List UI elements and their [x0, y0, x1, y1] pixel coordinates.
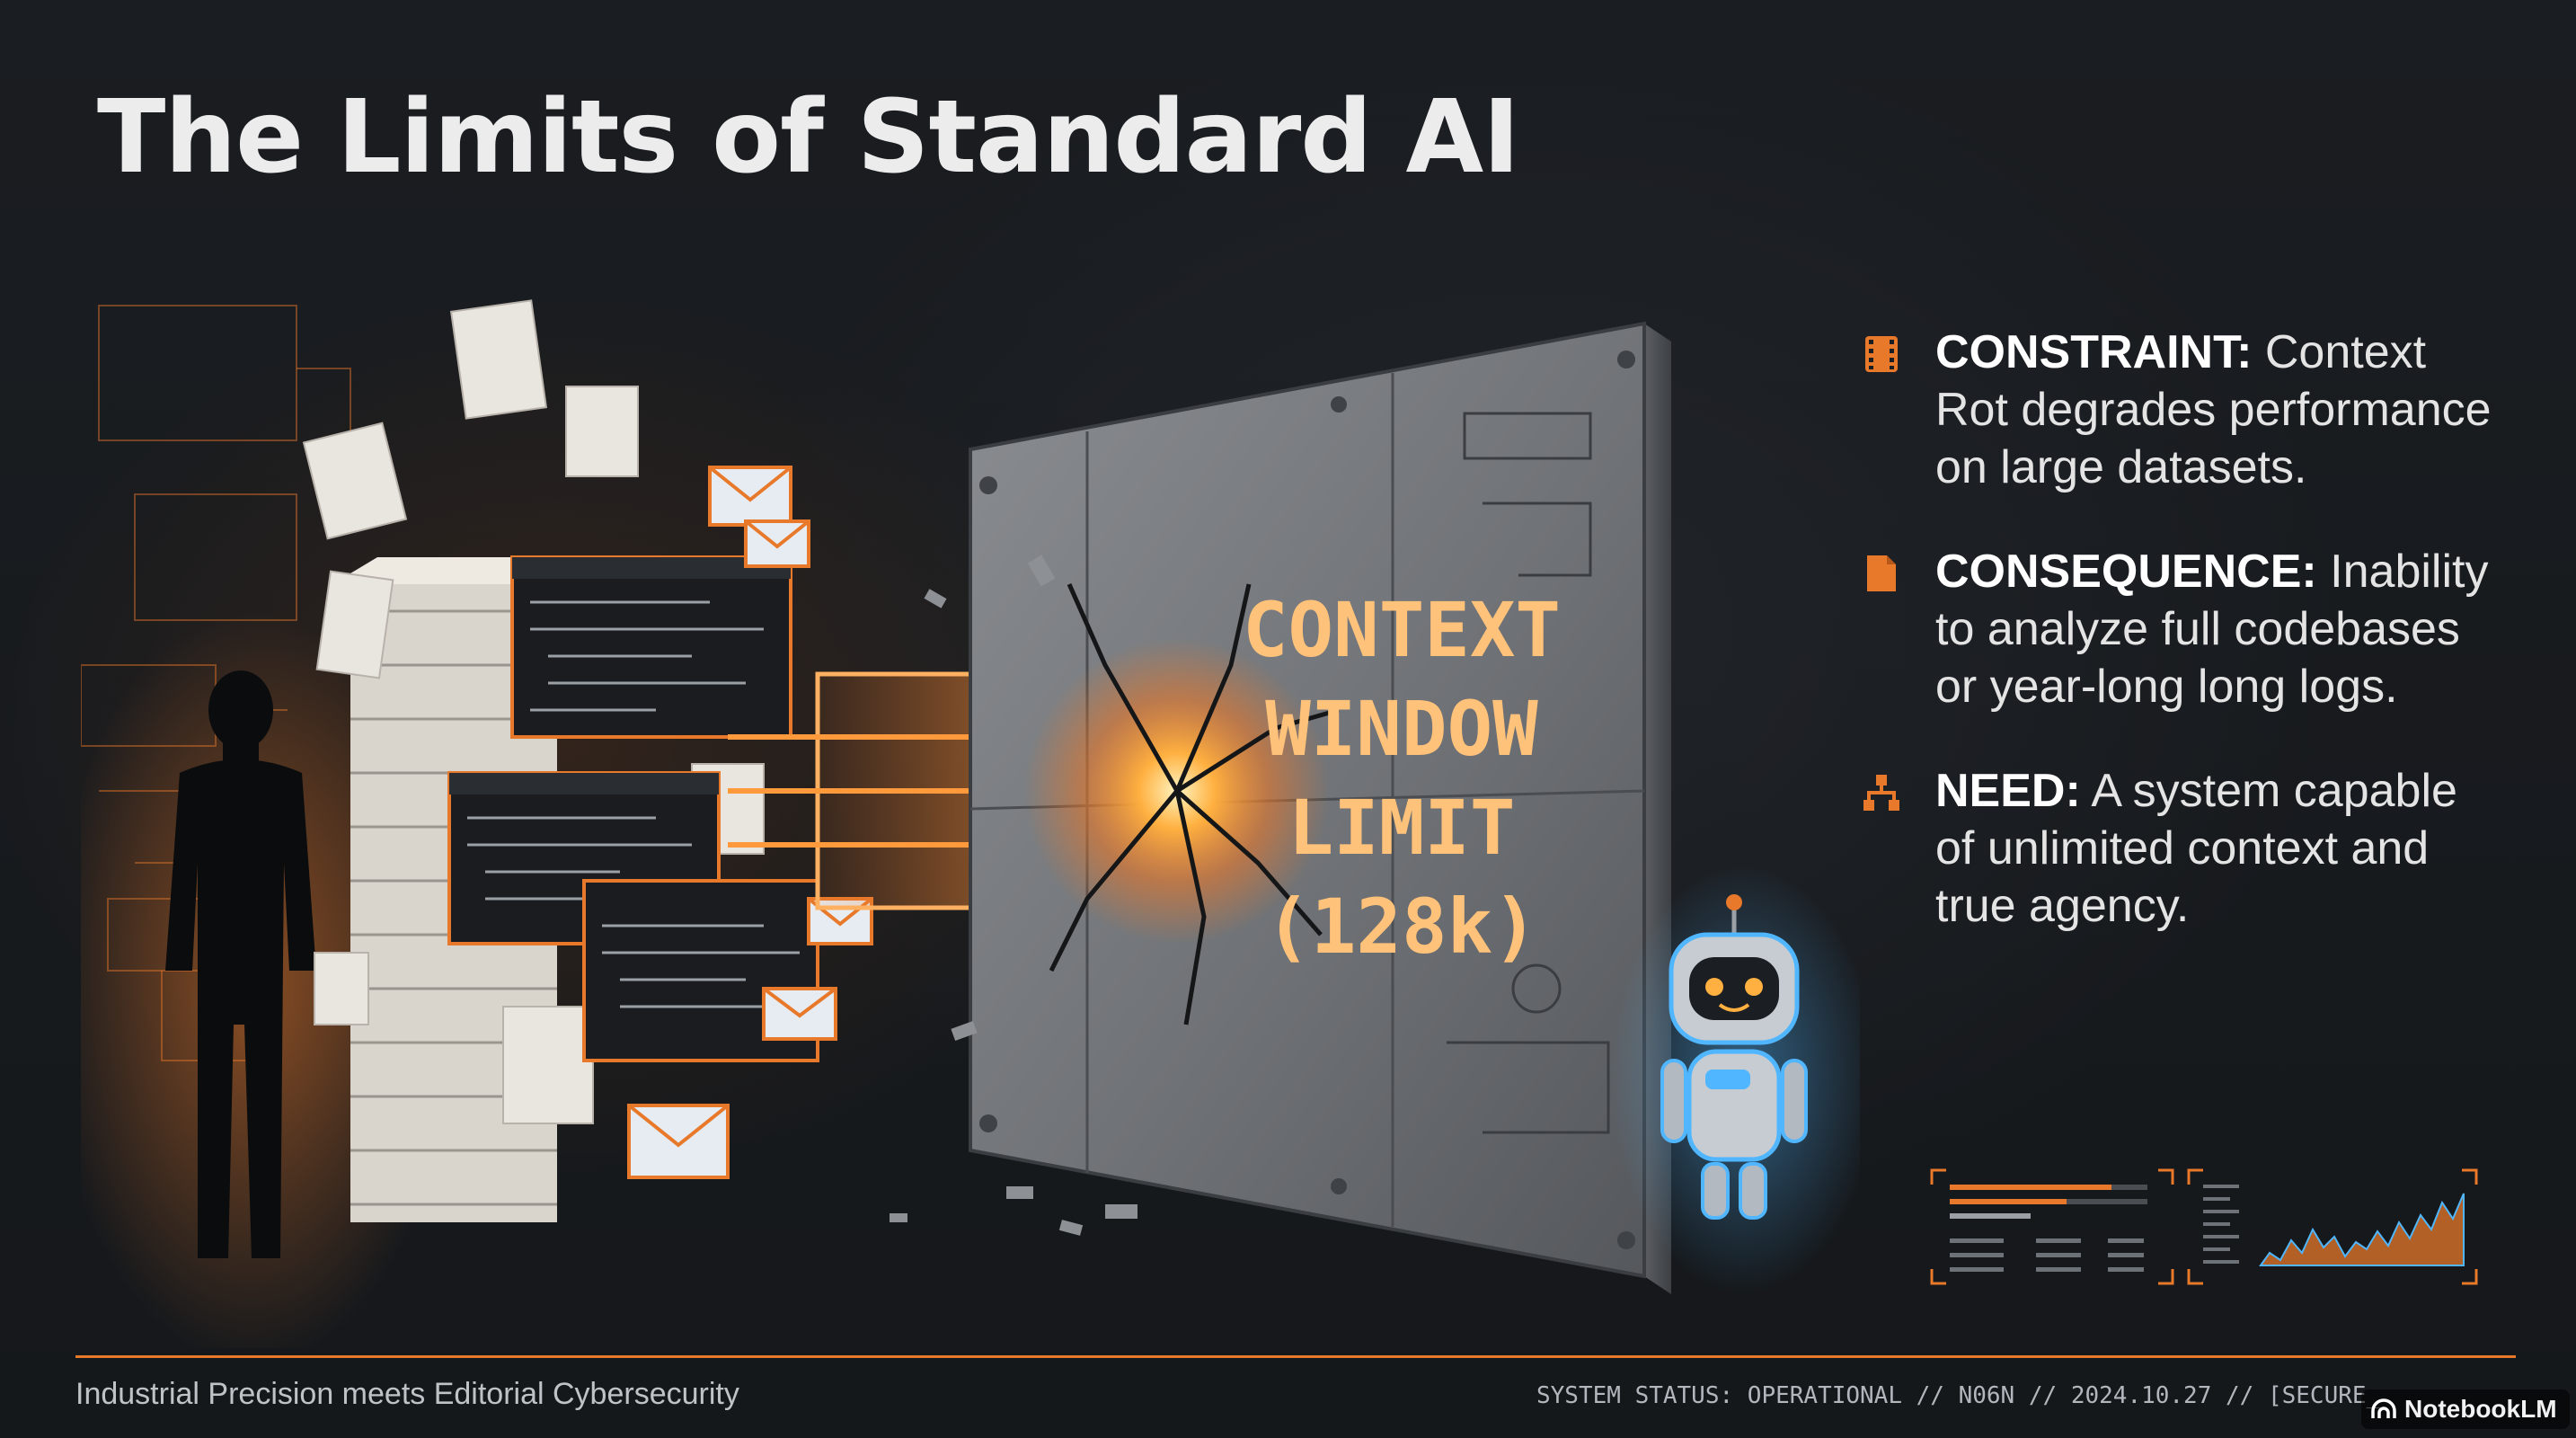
- progress-bars: [1950, 1185, 2147, 1219]
- code-windows: [447, 555, 819, 1062]
- wall-debris: [890, 555, 1138, 1236]
- wall-text-line: (128k): [1265, 883, 1537, 971]
- filmstrip-icon: [1865, 336, 1898, 372]
- bullet-consequence: CONSEQUENCE: Inability to analyze full c…: [1860, 543, 2507, 715]
- envelopes: [627, 466, 873, 1179]
- person-silhouette: [165, 670, 316, 1258]
- bullet-label: CONSEQUENCE:: [1935, 546, 2317, 598]
- footer-divider: [75, 1355, 2516, 1358]
- hierarchy-icon: [1863, 775, 1899, 811]
- mini-dashboard-panels: [1930, 1168, 2478, 1285]
- wall-cracks: [1049, 582, 1340, 1025]
- notebooklm-badge[interactable]: NotebookLM: [2361, 1389, 2570, 1429]
- bullet-text: Context Rot degrades performance on larg…: [1935, 326, 2492, 493]
- system-status: SYSTEM STATUS: OPERATIONAL // N06N // 20…: [1536, 1382, 2381, 1409]
- bullet-label: NEED:: [1935, 765, 2081, 817]
- context-limit-illustration: CONTEXT WINDOW LIMIT (128k): [81, 299, 1860, 1348]
- notebooklm-logo-icon: [2371, 1398, 2396, 1418]
- document-icon: [1867, 555, 1896, 591]
- wall-limit-label: CONTEXT WINDOW LIMIT (128k): [1243, 586, 1561, 971]
- floating-documents: [302, 299, 765, 1124]
- wall-text-line: WINDOW: [1265, 685, 1538, 773]
- robot-icon: [1660, 894, 1808, 1220]
- bullet-text: A system capable of unlimited context an…: [1935, 765, 2457, 932]
- page-title: The Limits of Standard AI: [97, 79, 1520, 196]
- bullet-constraint: CONSTRAINT: Context Rot degrades perform…: [1860, 324, 2507, 496]
- wall-text-line: LIMIT: [1288, 784, 1516, 872]
- brand-name: NotebookLM: [2404, 1395, 2557, 1423]
- bullet-list: CONSTRAINT: Context Rot degrades perform…: [1860, 324, 2507, 981]
- bullet-text: Inability to analyze full codebases or y…: [1935, 546, 2489, 713]
- mini-area-chart: [2259, 1193, 2465, 1266]
- footer-tagline: Industrial Precision meets Editorial Cyb…: [75, 1377, 739, 1411]
- bullet-need: NEED: A system capable of unlimited cont…: [1860, 762, 2507, 935]
- wall-text-line: CONTEXT: [1243, 586, 1561, 674]
- bullet-label: CONSTRAINT:: [1935, 326, 2253, 378]
